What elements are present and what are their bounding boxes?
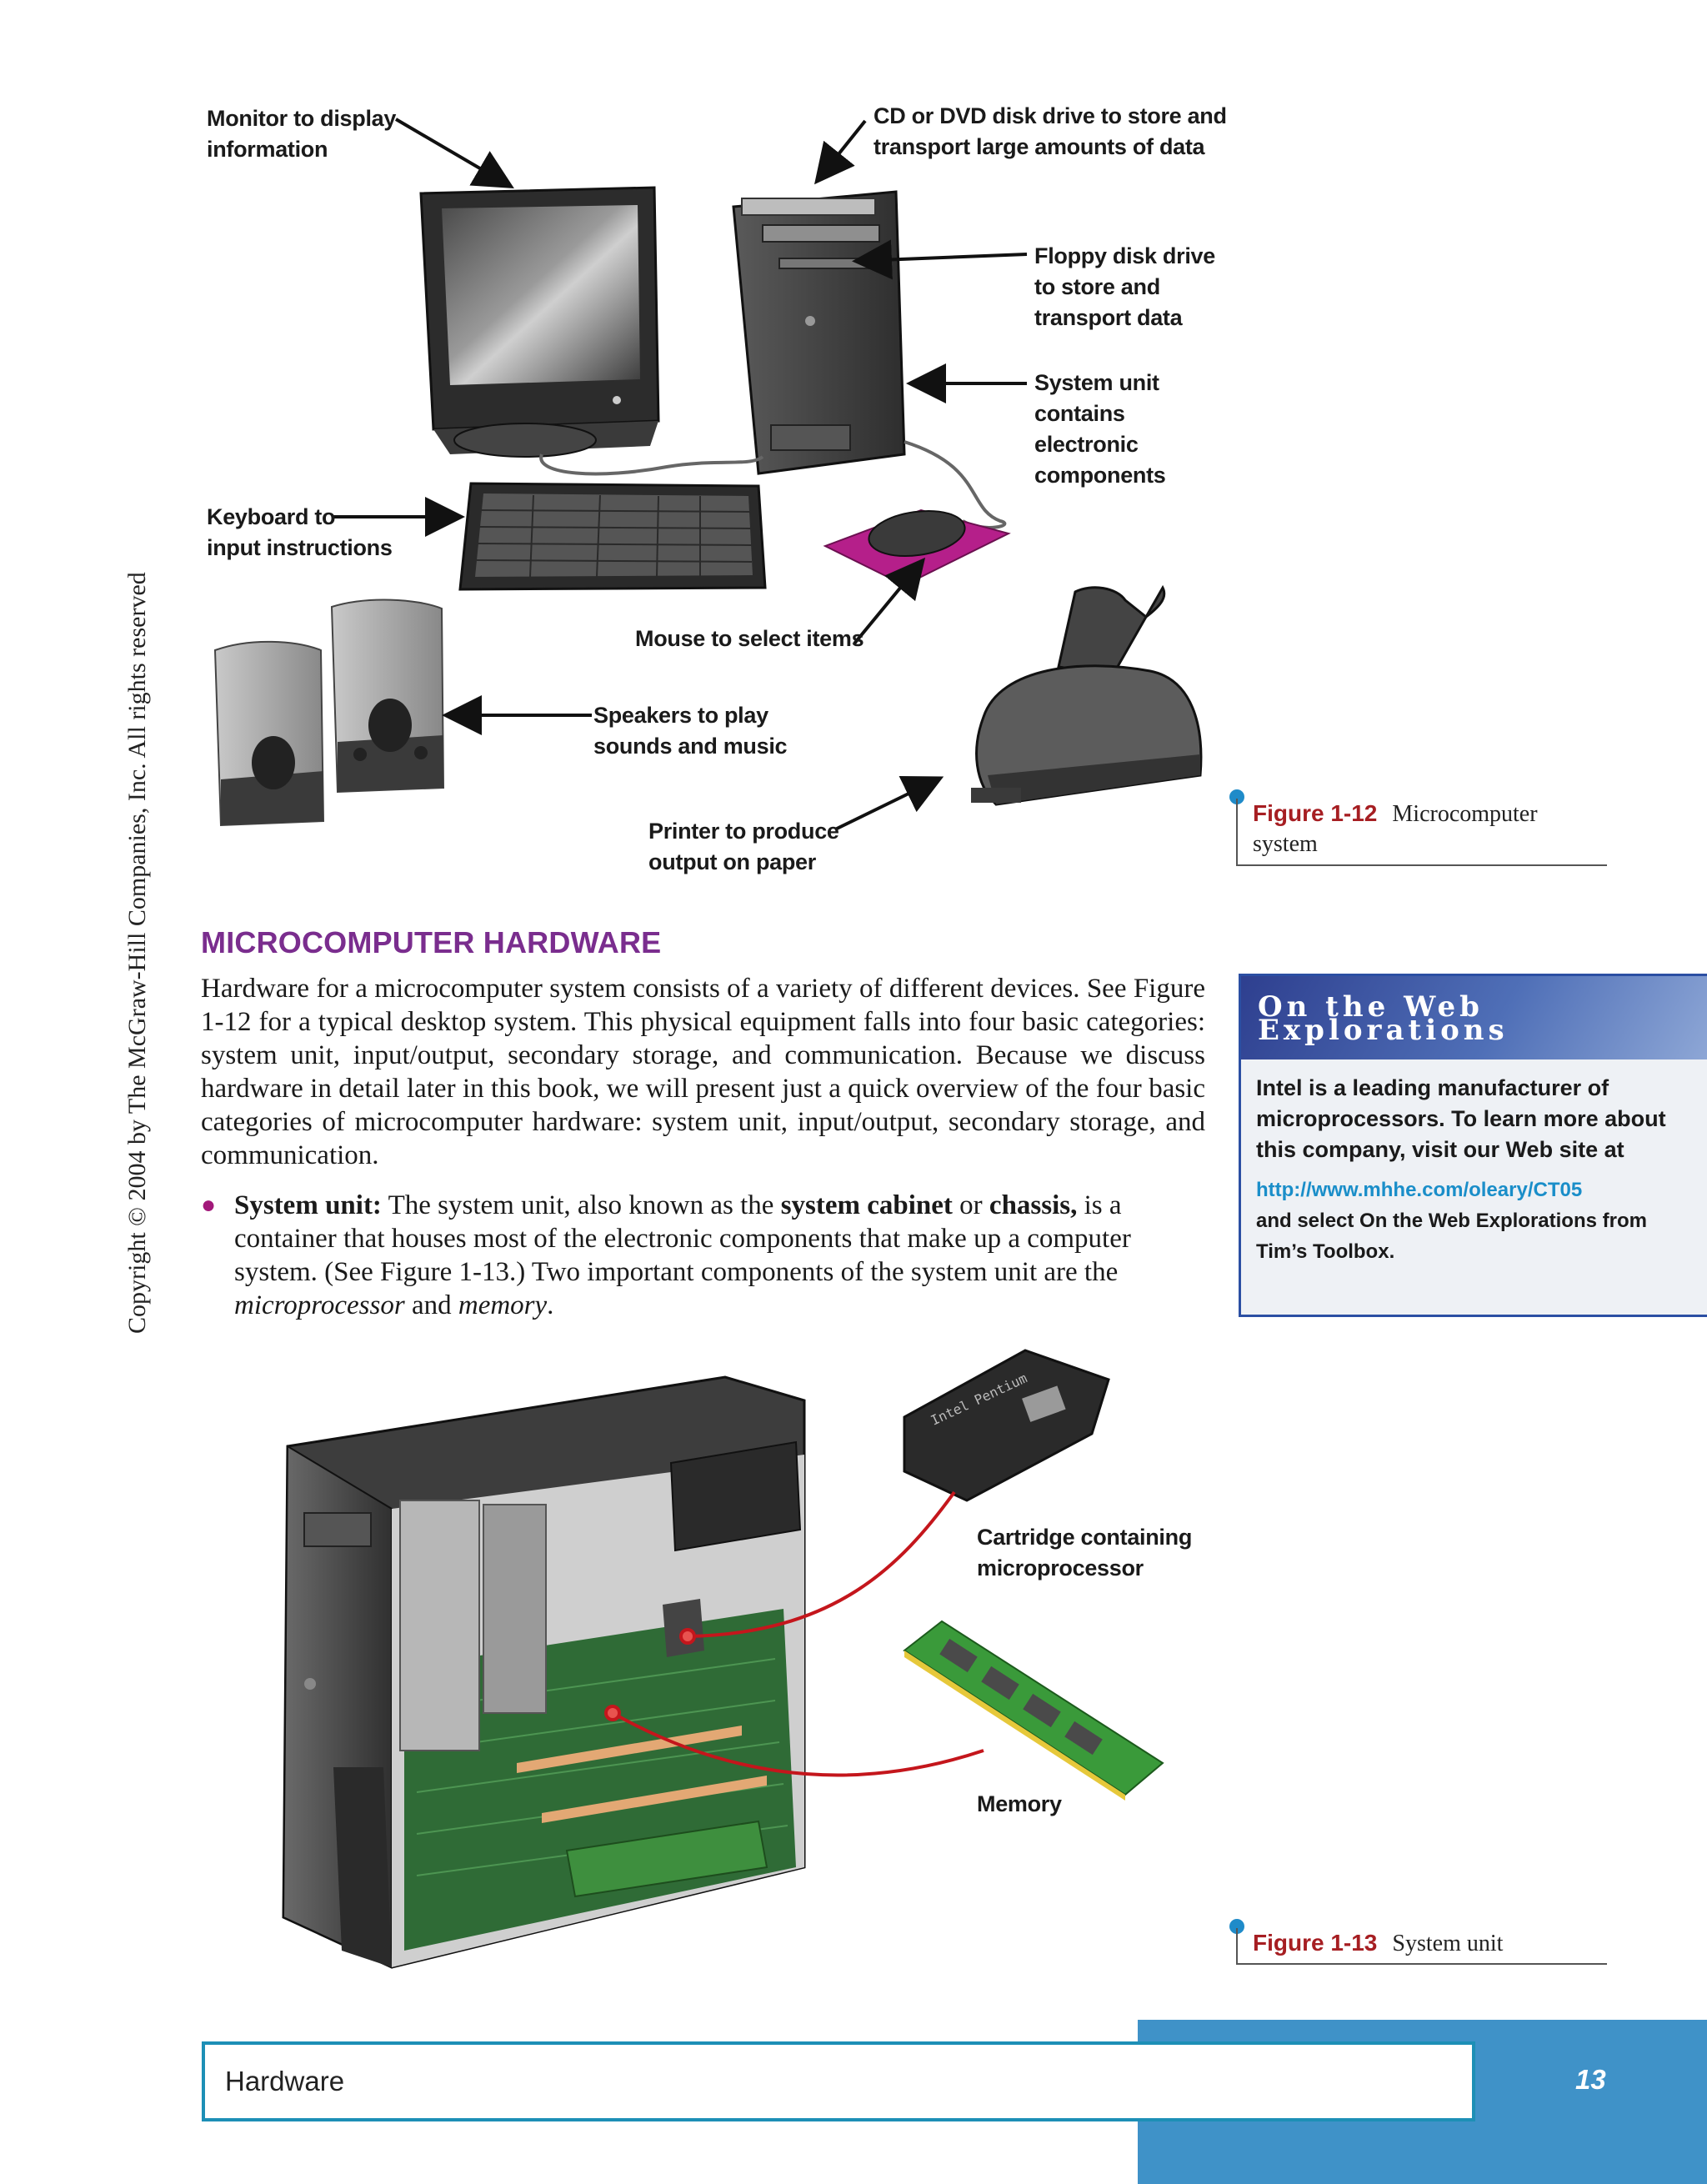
figure-13-pointers	[604, 1490, 984, 1777]
memory-label: Memory	[977, 1791, 1062, 1816]
footer-bar	[202, 2041, 1475, 2121]
web-title-line2: Explorations	[1258, 1014, 1509, 1047]
cartridge-label: Cartridge containing microprocessor	[977, 1525, 1193, 1580]
memory-module-image	[903, 1620, 1164, 1801]
printer-image	[971, 584, 1203, 806]
on-the-web-box: On the Web Explorations Intel is a leadi…	[1239, 974, 1707, 1317]
on-the-web-header: On the Web Explorations	[1241, 976, 1707, 1059]
monitor-label: Monitor to display information	[207, 106, 397, 162]
bullet-text: System unit: The system unit, also known…	[234, 1190, 1131, 1320]
web-box-instructions: and select On the Web Explorations from …	[1256, 1210, 1647, 1263]
bullet-icon: ●	[201, 1191, 217, 1219]
speakers-image	[213, 599, 445, 827]
system-unit-case-image	[282, 1375, 806, 1969]
caption-rule	[1236, 864, 1607, 866]
section-heading: MICROCOMPUTER HARDWARE	[201, 925, 662, 959]
pentium-cartridge-image: Intel Pentium	[903, 1349, 1110, 1502]
figure-12-number: Figure 1-12	[1253, 800, 1378, 826]
monitor-image	[419, 186, 660, 458]
speakers-label: Speakers to play sounds and music	[593, 703, 788, 759]
keyboard-image	[458, 482, 767, 591]
page-number: 13	[1575, 2064, 1606, 2095]
web-title-line1: On the Web	[1258, 990, 1484, 1024]
web-box-text: Intel is a leading manufacturer of micro…	[1256, 1075, 1666, 1162]
figure-12-illustration	[213, 118, 1203, 831]
figure-13-title: System unit	[1392, 1931, 1504, 1956]
caption-bullet-icon	[1229, 789, 1244, 804]
cd-dvd-drive-label: CD or DVD disk drive to store and transp…	[874, 103, 1227, 159]
mouse-label: Mouse to select items	[635, 626, 864, 651]
figure-13-illustration: Intel Pentium	[282, 1349, 1164, 1969]
figure-13-caption: Figure 1-13 System unit	[1253, 1928, 1603, 1959]
footer-chapter-title: Hardware	[225, 2066, 345, 2096]
mouse-image	[823, 508, 1011, 587]
caption-rule	[1236, 1963, 1607, 1965]
caption-rule-vertical	[1236, 799, 1238, 865]
printer-label: Printer to produce output on paper	[648, 819, 839, 874]
web-box-link[interactable]: http://www.mhhe.com/oleary/CT05	[1256, 1179, 1583, 1201]
bullet-system-unit: ● System unit: The system unit, also kno…	[201, 1189, 1172, 1322]
caption-bullet-icon	[1229, 1919, 1244, 1934]
figure-12-title: Microcomputer system	[1253, 801, 1538, 857]
footer-url[interactable]: www.mhhe.com/oleary	[1178, 2069, 1421, 2094]
floppy-drive-label: Floppy disk drive to store and transport…	[1034, 243, 1215, 330]
figure-13-number: Figure 1-13	[1253, 1930, 1378, 1956]
caption-rule-vertical	[1236, 1928, 1238, 1964]
section-paragraph: Hardware for a microcomputer system cons…	[201, 974, 1205, 1170]
figure-12-pointers	[333, 118, 1028, 831]
system-unit-label: System unit contains electronic componen…	[1034, 370, 1166, 488]
tower-image	[732, 190, 906, 475]
keyboard-label: Keyboard to input instructions	[207, 504, 393, 560]
